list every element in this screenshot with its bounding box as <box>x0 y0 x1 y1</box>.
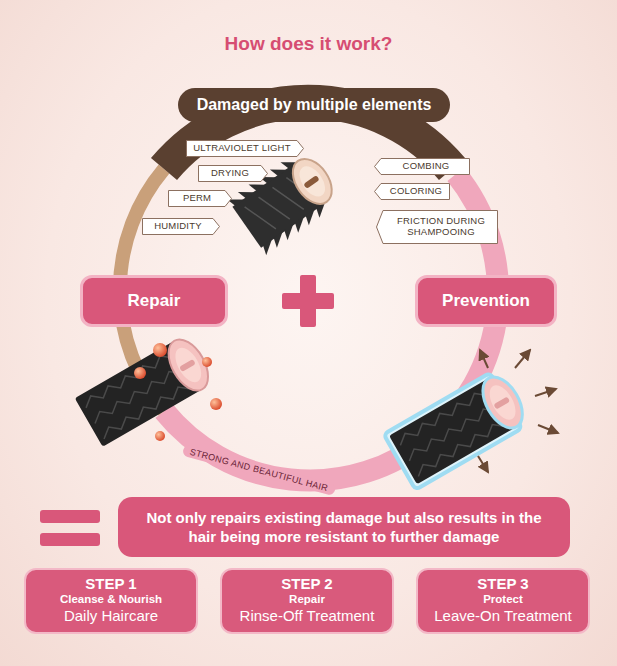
step-box-text: Rinse-Off Treatment <box>240 606 375 626</box>
action-box: Repair <box>80 275 228 327</box>
step-box: STEP 2RepairRinse-Off Treatment <box>220 568 394 634</box>
action-box-text: Repair <box>128 291 181 311</box>
deflect-arrow <box>538 425 558 433</box>
step-box-text: Cleanse & Nourish <box>60 593 162 607</box>
step-box-text: STEP 3 <box>477 575 528 592</box>
step-box-text: Daily Haircare <box>64 606 158 626</box>
plus-sign <box>282 275 334 327</box>
step-box: STEP 1Cleanse & NourishDaily Haircare <box>24 568 198 634</box>
damage-tag: HUMIDITY <box>142 218 220 235</box>
hair-cap <box>160 333 216 397</box>
particle <box>155 431 165 441</box>
tag-shape <box>199 166 268 182</box>
deflect-arrow <box>480 350 488 368</box>
step-box: STEP 3ProtectLeave-On Treatment <box>416 568 590 634</box>
step-box-text: Repair <box>289 593 325 607</box>
hair-cap-inner <box>170 344 206 387</box>
damage-band: Damaged by multiple elements <box>178 88 450 122</box>
tag-shape <box>377 211 498 244</box>
deflect-arrow <box>515 350 530 368</box>
tag-shape <box>375 184 450 200</box>
tag-shape <box>187 141 304 157</box>
particle <box>202 357 212 367</box>
tag-shape <box>169 191 232 207</box>
repaired-hair <box>75 333 216 447</box>
step-box-text: STEP 2 <box>281 575 332 592</box>
damaged-hair <box>227 144 345 255</box>
protect-layer <box>384 373 523 490</box>
tag-shape <box>143 219 220 235</box>
action-box: Prevention <box>415 275 557 327</box>
hair-core <box>303 175 320 189</box>
tag-shape <box>375 159 470 175</box>
deflect-arrows <box>478 350 558 472</box>
particle <box>210 398 222 410</box>
damage-tag: COMBING <box>374 158 470 175</box>
damage-tag: FRICTION DURING SHAMPOOING <box>376 210 498 244</box>
damage-tag-text: DRYING <box>211 168 249 179</box>
repair-particles <box>134 343 222 441</box>
result-box: Not only repairs existing damage but als… <box>118 497 570 557</box>
damage-band-text: Damaged by multiple elements <box>197 96 432 114</box>
hair-cap <box>475 370 531 434</box>
deflect-arrow <box>478 456 488 472</box>
deflect-arrow <box>535 389 556 396</box>
hair-cap-inner <box>294 162 330 201</box>
hair-cap-inner <box>484 381 520 424</box>
damage-tag: PERM <box>168 190 232 207</box>
equals-sign <box>40 510 100 546</box>
hair-core <box>493 396 510 409</box>
damage-tag-text: FRICTION DURING SHAMPOOING <box>390 216 492 238</box>
damage-tag-text: COMBING <box>403 161 450 172</box>
title: How does it work? <box>0 33 617 55</box>
result-box-text: Not only repairs existing damage but als… <box>132 508 556 547</box>
hair-core <box>179 359 196 372</box>
damage-tag-text: ULTRAVIOLET LIGHT <box>193 143 290 154</box>
step-box-text: STEP 1 <box>85 575 136 592</box>
step-box-text: Protect <box>483 593 523 607</box>
particle <box>134 367 146 379</box>
damage-tag: COLORING <box>374 183 450 200</box>
damage-tag-text: COLORING <box>390 186 442 197</box>
damage-tag: DRYING <box>198 165 268 182</box>
damage-tag: ULTRAVIOLET LIGHT <box>186 140 304 157</box>
protected-hair <box>384 367 533 490</box>
damage-tag-text: PERM <box>183 193 211 204</box>
damage-tag-text: HUMIDITY <box>154 221 202 232</box>
action-box-text: Prevention <box>442 291 530 311</box>
hair-cap <box>285 152 340 211</box>
particle <box>153 343 167 357</box>
step-box-text: Leave-On Treatment <box>434 606 572 626</box>
